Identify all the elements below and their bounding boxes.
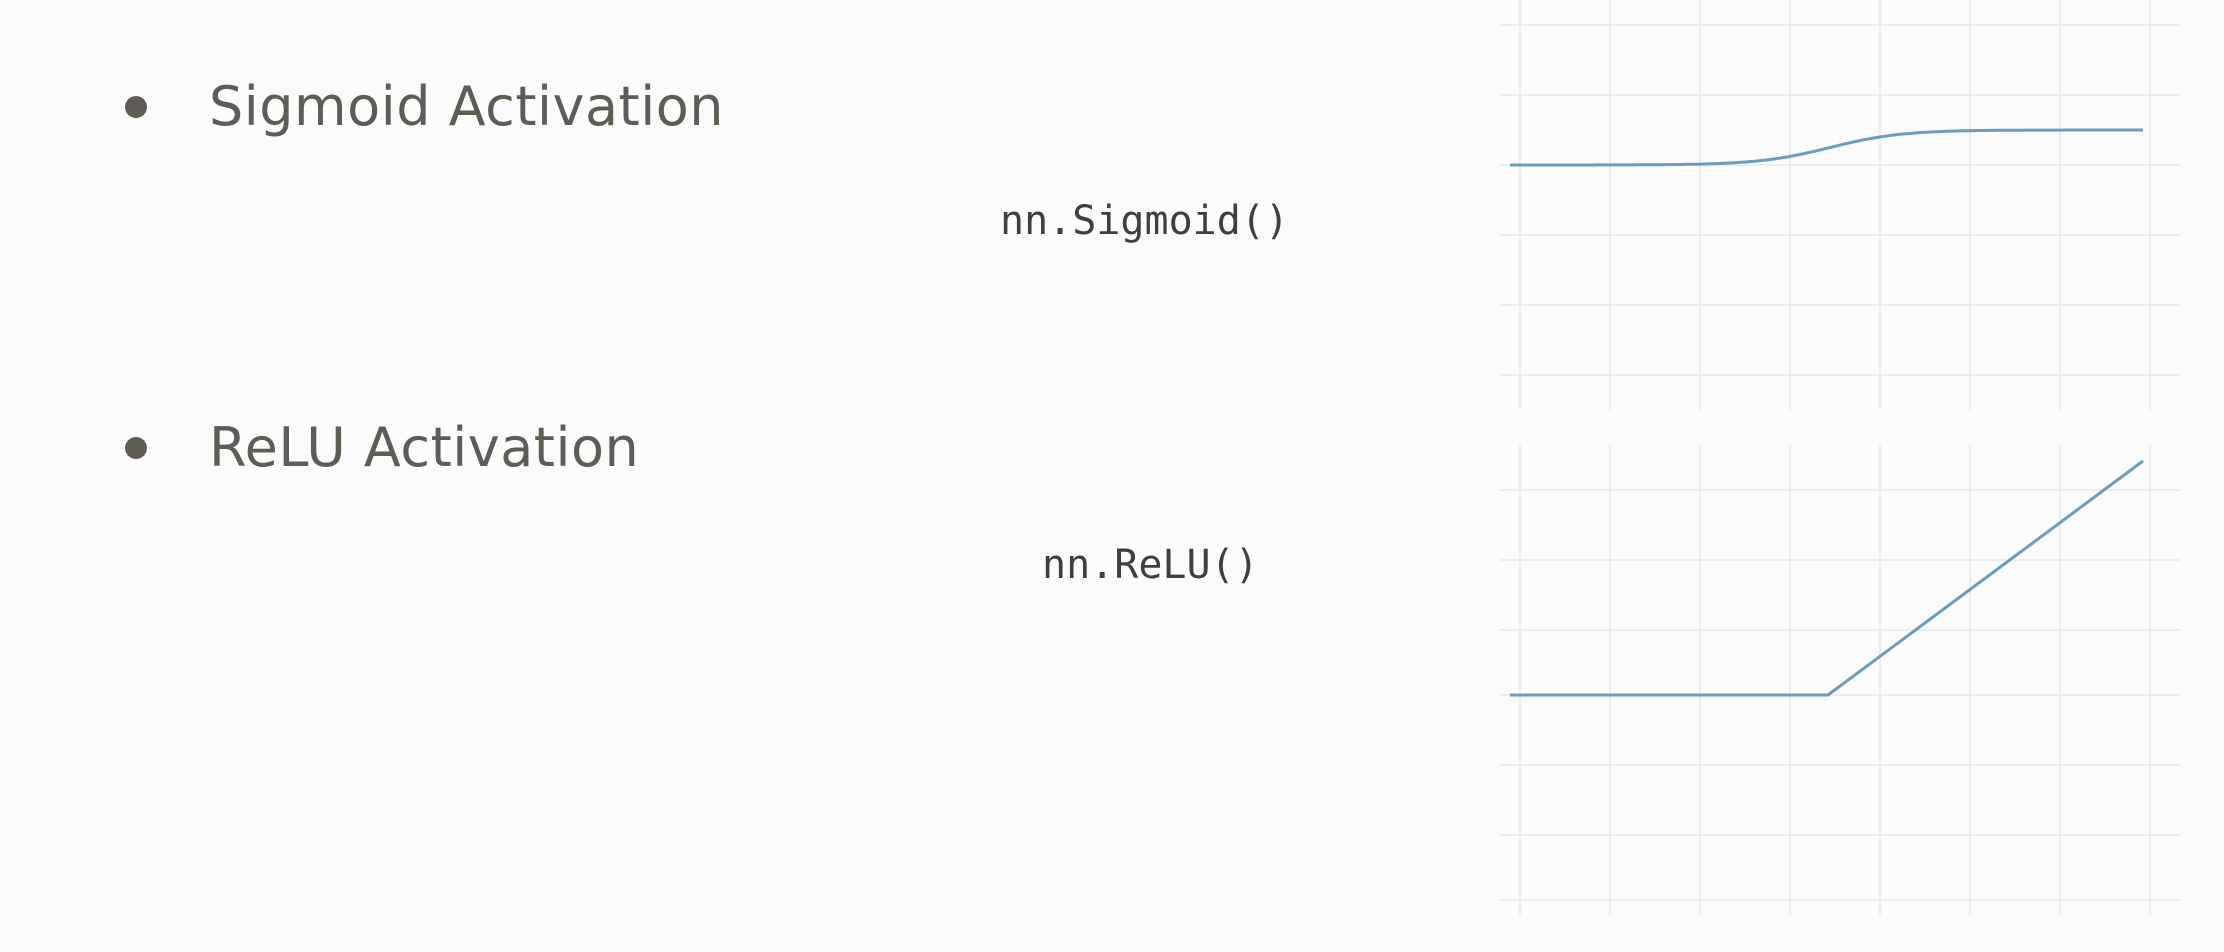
sigmoid-curve: [1510, 128, 2143, 167]
relu-graph: [1500, 445, 2180, 915]
bullet-label-sigmoid: Sigmoid Activation: [209, 75, 724, 138]
sigmoid-graph: [1500, 0, 2180, 410]
relu-graph-svg: [1500, 445, 2180, 915]
graph-grid: [1500, 0, 2180, 410]
bullet-item-relu: ReLU Activation: [125, 416, 639, 479]
bullet-dot: [125, 436, 147, 459]
graph-grid: [1500, 445, 2180, 915]
sigmoid-graph-svg: [1500, 0, 2180, 410]
code-relu: nn.ReLU(): [1042, 542, 1259, 588]
relu-curve: [1510, 459, 2144, 697]
bullet-dot: [125, 95, 147, 118]
code-sigmoid: nn.Sigmoid(): [1000, 198, 1289, 244]
bullet-label-relu: ReLU Activation: [209, 416, 640, 479]
bullet-item-sigmoid: Sigmoid Activation: [125, 75, 724, 138]
